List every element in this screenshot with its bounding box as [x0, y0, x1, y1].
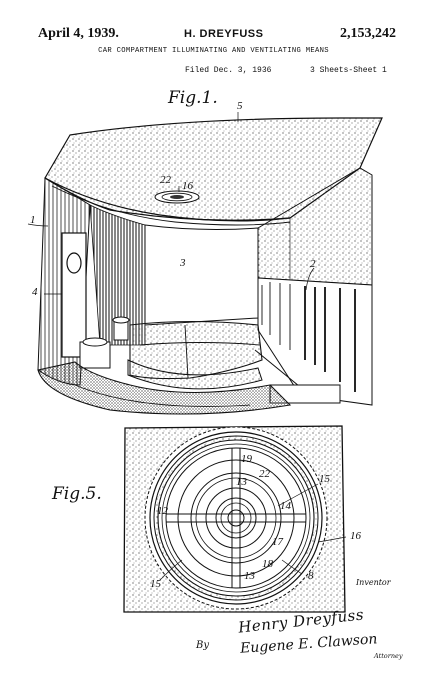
patent-title: CAR COMPARTMENT ILLUMINATING AND VENTILA…: [98, 47, 329, 55]
figure-1-label: Fig.1.: [168, 88, 218, 108]
porthole: [66, 252, 82, 274]
patent-number: 2,153,242: [340, 26, 396, 41]
ref-5: 5: [237, 100, 243, 112]
inventor-name: H. DREYFUSS: [184, 28, 264, 40]
ref-13-top: 13: [236, 476, 247, 488]
figure-5-label: Fig.5.: [52, 484, 102, 504]
floor: [37, 361, 292, 415]
sheet-count: 3 Sheets-Sheet 1: [310, 66, 387, 75]
issue-date: April 4, 1939.: [38, 26, 119, 41]
ref-8: 8: [308, 570, 314, 582]
ref-22: 22: [160, 174, 171, 186]
ref-17: 17: [272, 536, 283, 548]
ref-16: 16: [350, 530, 361, 542]
ref-13-bottom: 13: [244, 570, 255, 582]
attorney-caption: Attorney: [374, 652, 403, 660]
ref-15-left: 15: [150, 578, 161, 590]
ref-14: 14: [280, 500, 291, 512]
ref-3: 3: [180, 257, 186, 269]
by-caption: By: [196, 640, 209, 651]
ref-15-right: 15: [319, 473, 330, 485]
ref-2: 2: [310, 258, 316, 270]
ref-16: 16: [182, 180, 193, 192]
filed-date: Filed Dec. 3, 1936: [185, 66, 272, 75]
ref-4: 4: [32, 286, 38, 298]
ref-18: 18: [262, 558, 273, 570]
ref-1: 1: [30, 214, 36, 226]
ref-12: 12: [157, 505, 168, 517]
inventor-caption: Inventor: [356, 578, 391, 587]
ref-19: 19: [241, 453, 252, 465]
ref-22: 22: [259, 468, 270, 480]
